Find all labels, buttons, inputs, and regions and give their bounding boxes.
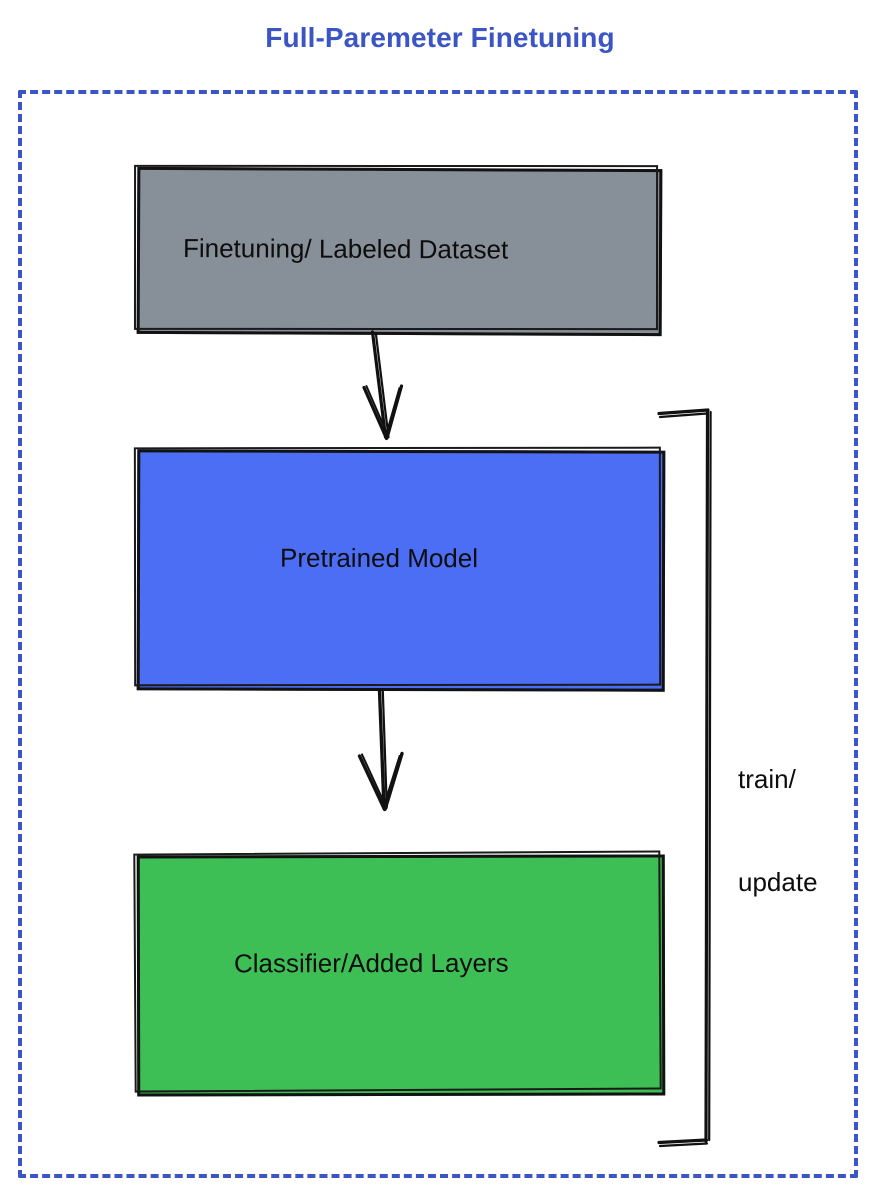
node-pretrained-model[interactable]: Pretrained Model — [136, 449, 666, 692]
node-label-pretrained: Pretrained Model — [279, 542, 479, 574]
node-label-classifier: Classifier/Added Layers — [233, 948, 509, 979]
page-title: Full-Paremeter Finetuning — [265, 22, 615, 53]
node-finetuning-labeled-dataset[interactable]: Finetuning/ Labeled Dataset — [136, 166, 663, 337]
edge-label-line-1: train/ — [738, 763, 796, 794]
diagram-boundary-frame — [18, 90, 858, 1178]
edge-label-line-2: update — [738, 866, 818, 897]
node-classifier-added-layers[interactable]: Classifier/Added Layers — [136, 854, 666, 1097]
node-label-dataset: Finetuning/ Labeled Dataset — [182, 233, 509, 265]
edge-label-train-update: train/ update — [738, 693, 818, 968]
